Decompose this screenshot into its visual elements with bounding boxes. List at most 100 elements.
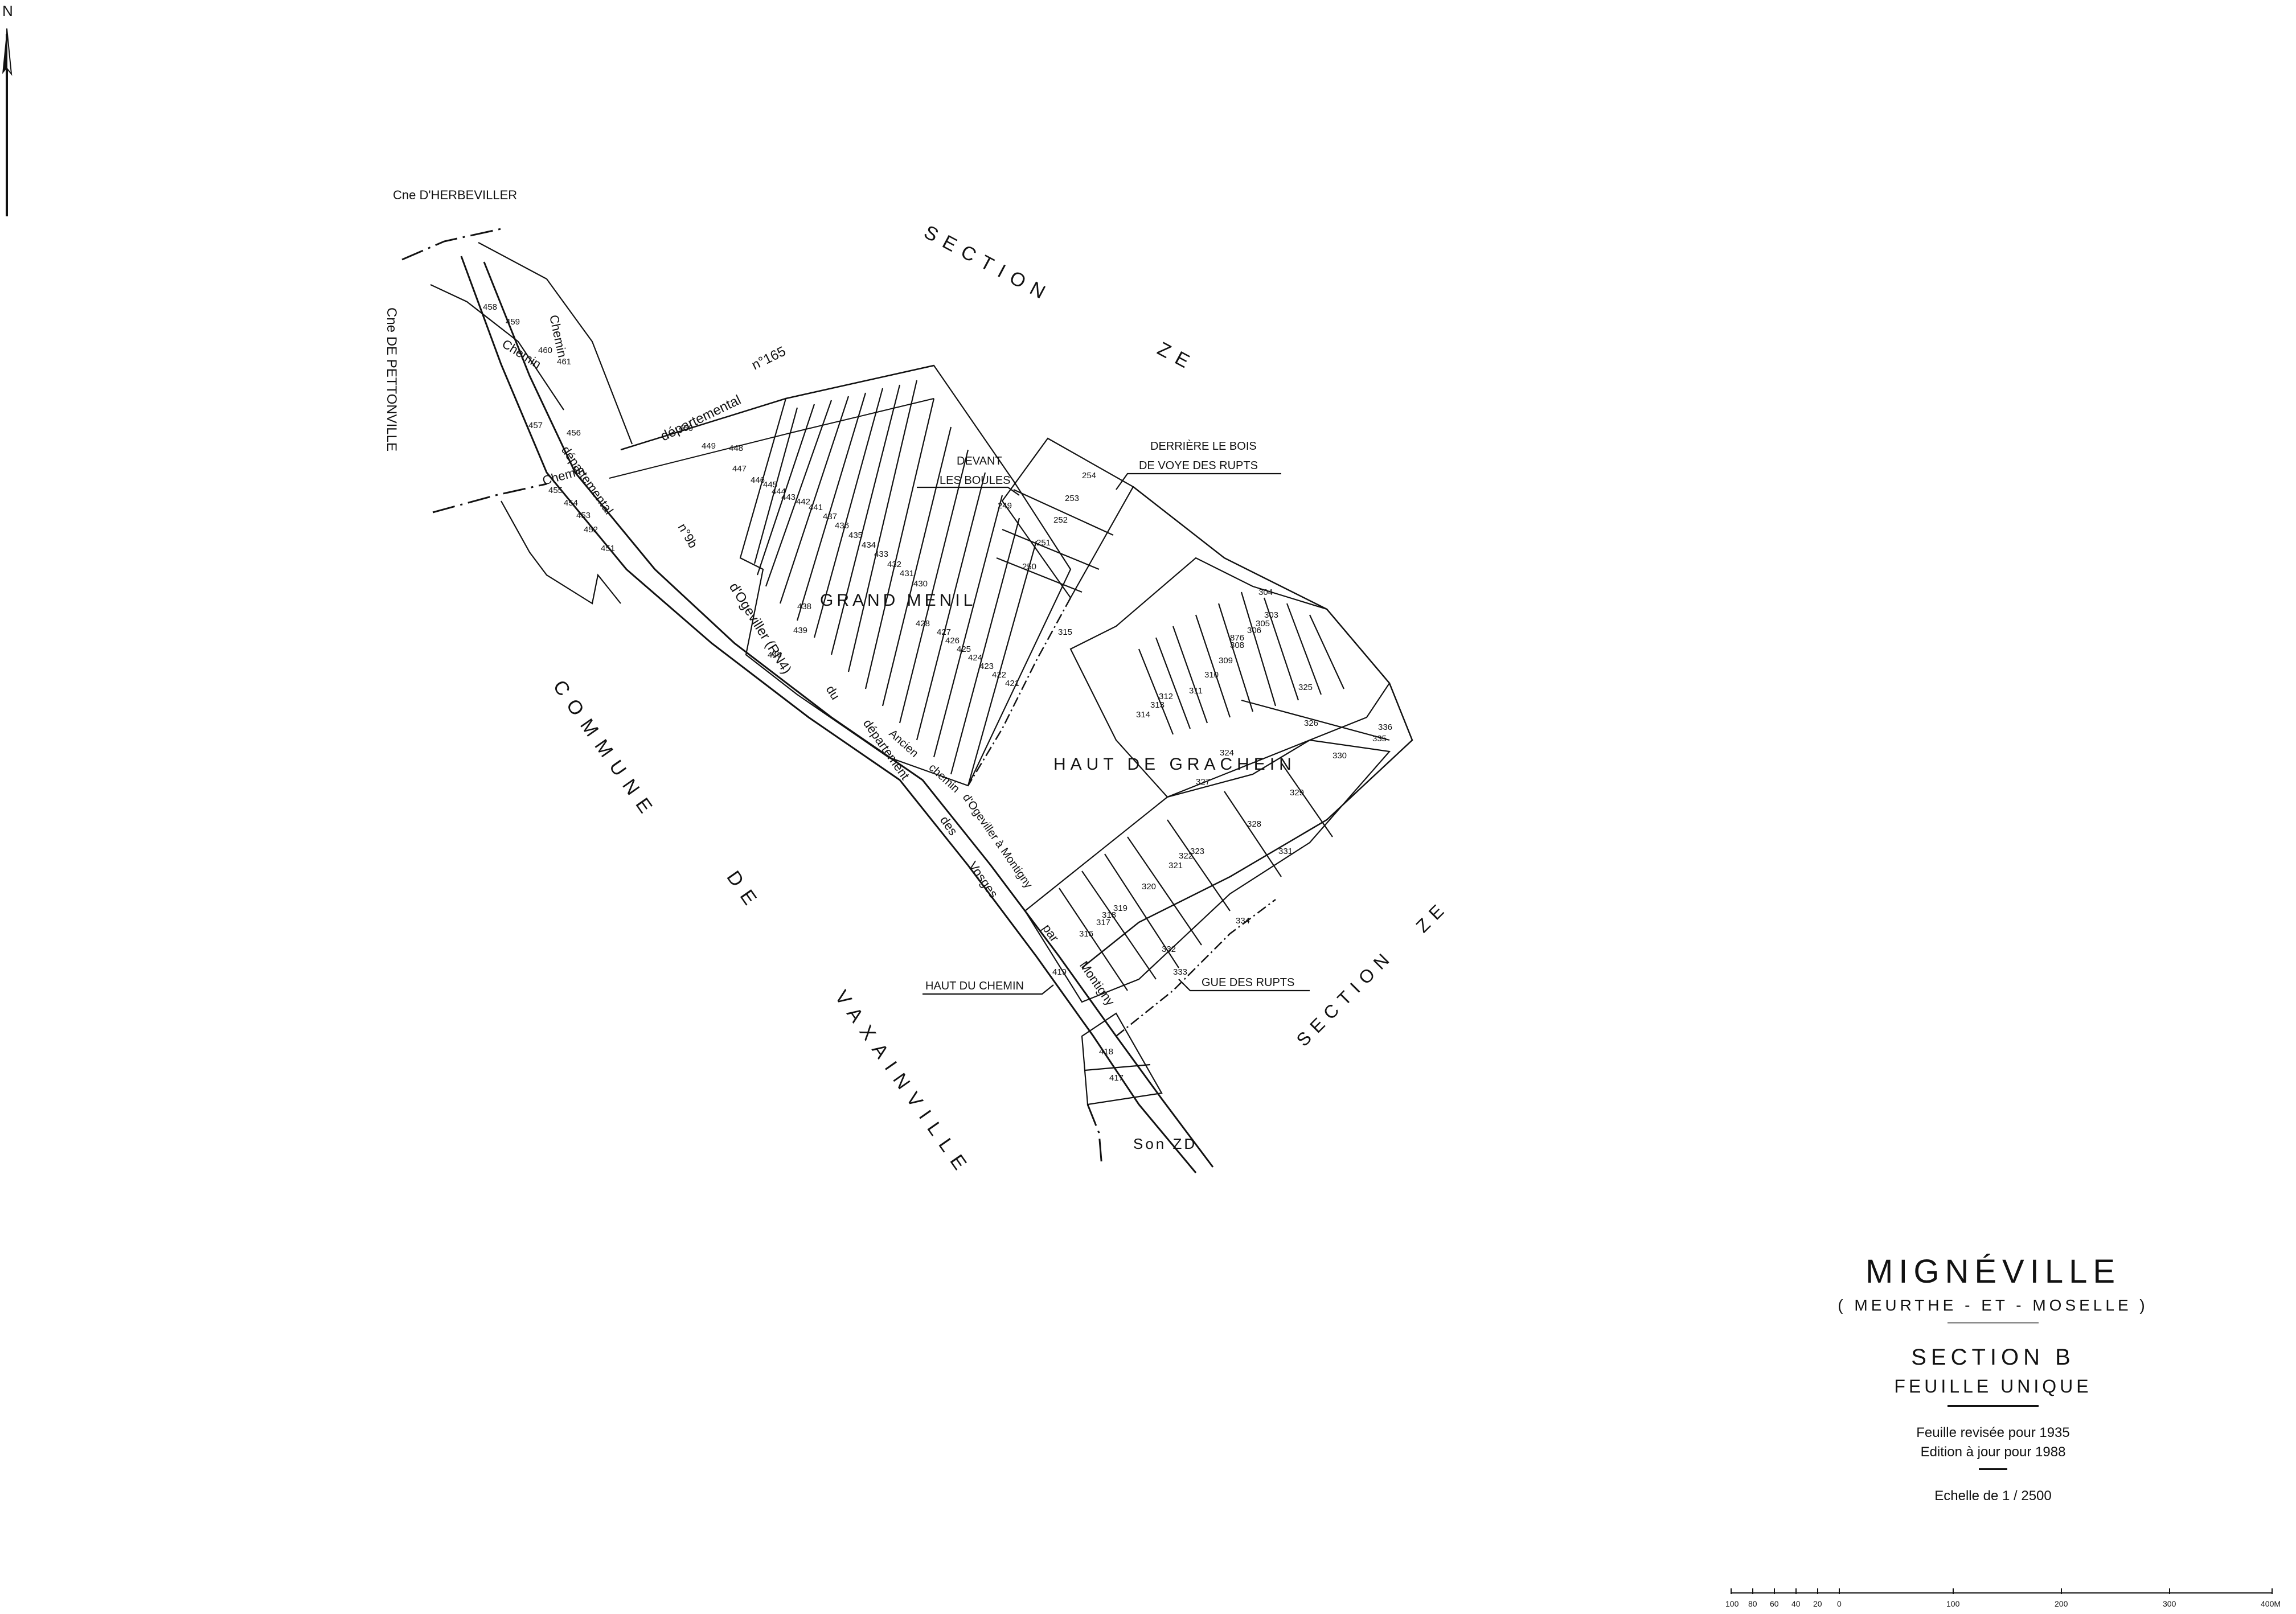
scale-note: Echelle de 1 / 2500: [1934, 1488, 2052, 1504]
departement-title: ( MEURTHE - ET - MOSELLE ): [1838, 1296, 2149, 1314]
parcel-label: 456: [567, 428, 581, 438]
edition-divider: [1979, 1468, 2007, 1470]
parcel-label: 445: [763, 480, 777, 490]
parcel-label: 446: [751, 475, 765, 485]
commune-vaxainville-label-2: DE: [722, 867, 766, 917]
place-de-voye-des-rupts: DE VOYE DES RUPTS: [1139, 459, 1258, 472]
north-label: N: [2, 2, 13, 19]
parcel-label: 311: [1189, 686, 1203, 696]
parcel-label: 438: [797, 602, 811, 611]
parcel-label: 443: [781, 492, 796, 502]
parcel-label: 433: [874, 549, 888, 559]
parcel-label: 432: [887, 560, 901, 569]
parcel-label: 435: [848, 531, 863, 540]
road-ogeviller-number: n°9b: [675, 521, 700, 551]
parcel-label: 459: [506, 317, 520, 327]
title-block: MIGNÉVILLE ( MEURTHE - ET - MOSELLE ) SE…: [1794, 1252, 2192, 1504]
scale-bar: 100 80 60 40 20 0 100 200 300 400M: [1725, 1588, 2281, 1608]
parcel-label: 313: [1150, 700, 1165, 710]
feuille-title: FEUILLE UNIQUE: [1894, 1376, 2092, 1397]
parcel-label: 330: [1332, 751, 1347, 761]
parcel-label: 250: [1022, 562, 1036, 572]
parcel-label: 419: [1052, 967, 1067, 977]
parcel-label: 442: [796, 497, 810, 507]
commune-pettonville-label: Cne DE PETTONVILLE: [384, 307, 399, 451]
parcel-label: 453: [576, 511, 591, 520]
scale-label: 200: [2055, 1599, 2068, 1608]
parcel-label: 426: [945, 636, 960, 646]
parcel-label: 304: [1258, 588, 1273, 597]
parcel-label: 454: [564, 498, 578, 508]
parcel-label: 331: [1278, 847, 1293, 856]
parcel-label: 427: [937, 627, 951, 637]
scale-label: 60: [1770, 1599, 1779, 1608]
parcel-label: 318: [1102, 910, 1116, 920]
parcel-label: 418: [1099, 1047, 1113, 1057]
parcel-label: 458: [483, 302, 497, 312]
parcel-label: 440: [768, 650, 782, 660]
parcel-label: 336: [1378, 722, 1392, 732]
parcel-label: 423: [979, 662, 994, 671]
parcel-label: 460: [538, 346, 552, 355]
parcel-label: 334: [1236, 916, 1250, 926]
parcel-label: 449: [702, 441, 716, 451]
scale-label: 100: [1946, 1599, 1960, 1608]
parcel-label: 317: [1096, 918, 1110, 927]
scale-label: 0: [1837, 1599, 1842, 1608]
parcel-label: 252: [1053, 515, 1068, 525]
section-zd-label: Son ZD: [1133, 1135, 1197, 1152]
scale-label: 300: [2163, 1599, 2176, 1608]
scale-label: 20: [1813, 1599, 1822, 1608]
parcel-label: 444: [772, 487, 786, 496]
revision-note: Feuille revisée pour 1935: [1916, 1425, 2070, 1440]
parcel-label: 451: [601, 544, 615, 553]
parcel-label: 437: [823, 512, 837, 521]
parcel-label: 447: [732, 464, 747, 474]
commune-herbeviller-label: Cne D'HERBEVILLER: [393, 188, 517, 202]
parcel-label: 328: [1247, 819, 1261, 829]
parcel-label: 424: [968, 653, 982, 663]
road-chemin-left: Chemin: [499, 336, 544, 371]
parcel-label: 431: [900, 569, 914, 578]
parcel-numbers: 458 459 460 461 457 456 455 454 453 452 …: [483, 302, 1392, 1083]
parcel-label: 417: [1109, 1073, 1124, 1083]
title-divider: [1948, 1323, 2039, 1324]
parcel-label: 876: [1230, 633, 1244, 643]
road-vosges: Vosges: [966, 859, 1001, 901]
parcel-label: 333: [1173, 967, 1187, 977]
parcel-label: 308: [1230, 640, 1244, 650]
road-du: du: [823, 683, 843, 702]
parcel-label: 455: [548, 486, 563, 495]
parcel-label: 452: [584, 525, 598, 535]
section-title: SECTION B: [1911, 1345, 2075, 1370]
scale-label: 100: [1725, 1599, 1739, 1608]
parcel-label: 428: [916, 619, 930, 629]
parcel-label: 305: [1256, 619, 1270, 629]
scale-label: 400M: [2261, 1599, 2281, 1608]
road-des: des: [937, 814, 961, 838]
parcel-label: 441: [809, 503, 823, 512]
parcel-label: 325: [1298, 683, 1313, 692]
section-ze-top-label-1: SECTION: [920, 221, 1056, 307]
parcel-label: 421: [1005, 679, 1019, 688]
section-ze-top-label-2: ZE: [1154, 338, 1200, 376]
parcel-label: 332: [1162, 944, 1176, 954]
parcel-label: 436: [835, 521, 849, 531]
commune-vaxainville-label-1: COMMUNE: [548, 676, 661, 825]
section-ze-right-label-1: SECTION: [1292, 945, 1397, 1050]
parcel-label: 461: [557, 357, 571, 367]
parcel-label: 254: [1082, 471, 1096, 480]
parcel-label: 306: [1247, 626, 1261, 635]
parcel-label: 312: [1159, 692, 1173, 701]
place-devant: DEVANT: [957, 455, 1002, 467]
parcel-label: 422: [992, 670, 1006, 680]
parcel-label: 457: [528, 421, 543, 430]
parcel-label: 251: [1036, 538, 1051, 548]
edition-note: Edition à jour pour 1988: [1920, 1444, 2066, 1460]
parcel-label: 329: [1290, 788, 1304, 798]
scale-label: 80: [1748, 1599, 1757, 1608]
parcel-label: 425: [957, 644, 971, 654]
commune-vaxainville-label-3: VAXAINVILLE: [830, 987, 975, 1181]
